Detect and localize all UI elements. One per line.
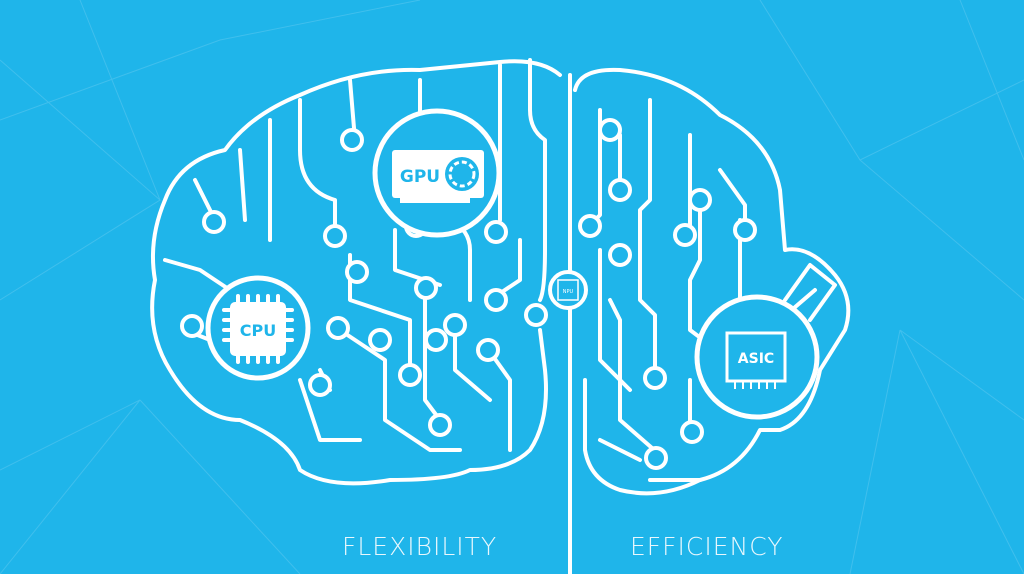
asic-icon: ASIC (725, 331, 787, 389)
npu-icon: NPU (557, 279, 579, 301)
npu-circle (548, 270, 588, 310)
svg-text:ASIC: ASIC (738, 351, 774, 367)
asic-circle (694, 294, 820, 420)
svg-text:CPU: CPU (240, 321, 276, 340)
circuit-nodes (180, 118, 757, 470)
svg-text:GPU: GPU (400, 167, 440, 187)
left-hemisphere-outline (150, 59, 562, 486)
right-hemisphere-outline (573, 67, 851, 496)
svg-text:NPU: NPU (563, 289, 574, 295)
flexibility-label: FLEXIBILITY (342, 532, 498, 561)
gpu-icon: GPU (392, 150, 484, 203)
cpu-icon: CPU (222, 294, 294, 364)
efficiency-label: EFFICIENCY (630, 532, 784, 561)
